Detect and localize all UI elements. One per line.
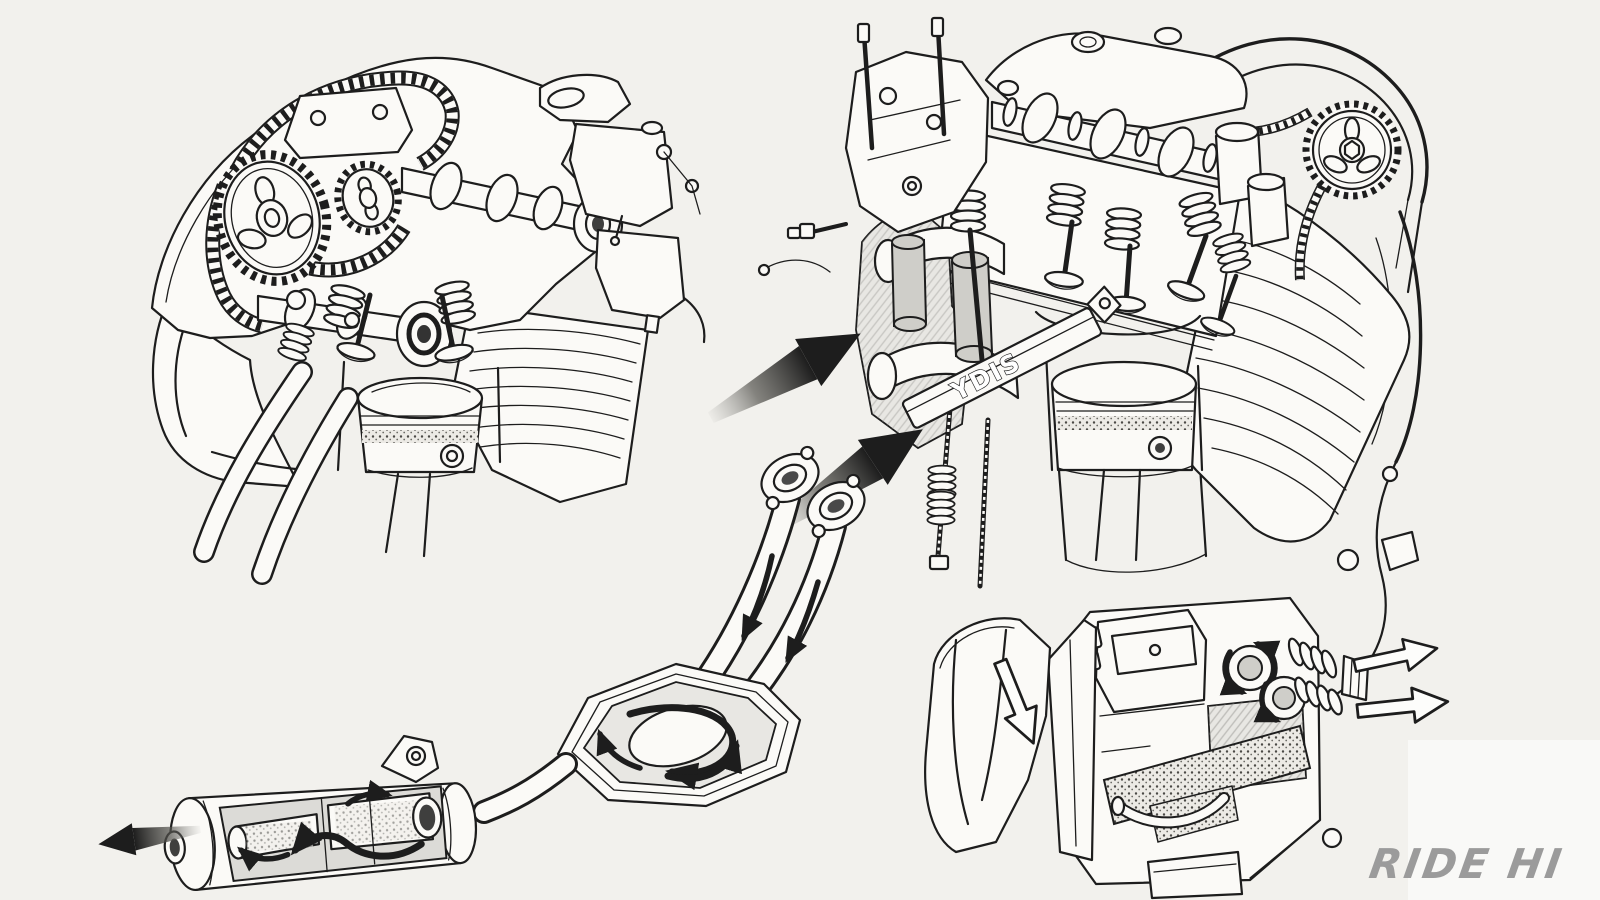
muffler-flow-arrow-1 — [290, 821, 425, 860]
throttle-cable — [861, 31, 875, 151]
page-edge-tone — [1408, 740, 1600, 900]
intake-flow-arrow-1 — [697, 309, 874, 441]
adjuster-screw — [810, 222, 848, 234]
collector-outlet-pipe — [472, 752, 578, 824]
ride-hi-watermark: RIDE HI — [1366, 840, 1568, 888]
piston-assembly — [336, 360, 502, 558]
cylinder-head-body — [936, 126, 1242, 338]
airbox-bottom-foot — [1146, 850, 1244, 900]
muffler-flow-arrow-2 — [237, 846, 291, 872]
valvetrain — [1034, 181, 1252, 340]
valve-guide-section-1 — [890, 238, 928, 328]
swirl-arrow-2 — [664, 739, 742, 782]
figure-exhaust-collector-muffler-cutaway — [96, 441, 877, 892]
head-bolt — [285, 289, 307, 311]
collector-chamber — [556, 662, 802, 808]
figure-airbox-cutaway — [924, 596, 1452, 900]
carb-venturi-swirls — [1219, 640, 1307, 723]
throttle-cable — [935, 25, 947, 137]
cylinder-stud — [977, 417, 991, 589]
cam-sprocket — [1302, 100, 1402, 200]
figure-ydis-intake-engine-cutaway: YDIS — [697, 16, 1429, 850]
ydis-intake-cutaway: YDIS — [855, 189, 1122, 589]
cam-sprocket-large — [212, 150, 332, 286]
tappet-buckets — [1214, 121, 1290, 248]
swirl-arrow-3 — [596, 728, 643, 771]
throttle-cable-bracket — [757, 16, 990, 277]
carburetor — [538, 73, 706, 344]
camshaft — [990, 92, 1242, 186]
pipe-flow-arrow-1 — [741, 553, 775, 641]
piston — [1044, 350, 1204, 562]
cam-holder-block — [283, 86, 414, 160]
airbox-top-cover — [1083, 608, 1208, 714]
exhaust-port-pipes — [193, 361, 359, 585]
muffler-flow-arrow-3 — [345, 779, 393, 807]
cam-sprocket-small — [334, 160, 402, 236]
airbox-inner-hose — [1110, 792, 1230, 829]
airflow-out-arrow-2 — [1354, 682, 1452, 730]
swirl-arrow-1 — [626, 704, 737, 791]
head-stud — [343, 311, 361, 329]
airbox-left-wall — [1046, 618, 1098, 862]
pipe-flow-arrow-2 — [785, 579, 821, 663]
air-intake-duct — [924, 617, 1052, 854]
muffler-cutaway — [163, 779, 478, 892]
figure-cylinder-head-camchain-cutaway — [150, 56, 706, 585]
combustion-chamber-rim — [1034, 310, 1202, 336]
